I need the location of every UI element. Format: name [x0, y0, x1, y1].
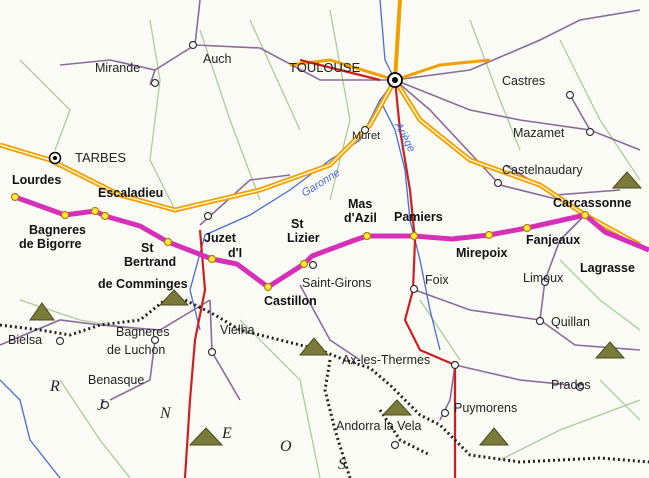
label-auch: Auch: [203, 52, 232, 66]
route-stops: [10, 192, 590, 292]
label-mirande: Mirande: [95, 61, 141, 75]
map-letter-s: S: [338, 456, 346, 473]
map-letter-n: N: [160, 405, 171, 422]
label-toulouse: TOULOUSE: [289, 60, 361, 75]
map-letter-e: E: [222, 425, 232, 442]
label-bagneres-luchon-2: de Luchon: [107, 343, 166, 357]
label-saint-girons: Saint-Girons: [302, 276, 372, 290]
label-st-lizier-1: St: [291, 217, 304, 231]
label-castres: Castres: [502, 74, 546, 88]
mountain-icon: [611, 171, 643, 189]
label-juzet-1: Juzet: [204, 231, 236, 245]
label-st-bertrand-1: St: [141, 241, 154, 255]
borders: [0, 298, 649, 478]
itinerary-route: [14, 194, 649, 290]
label-lourdes: Lourdes: [12, 173, 62, 187]
map-letter-j: J: [97, 397, 105, 414]
label-quillan: Quillan: [551, 315, 590, 329]
label-vielha: Vielha: [220, 323, 255, 337]
label-lagrasse: Lagrasse: [580, 261, 635, 275]
label-limoux: Limoux: [523, 271, 564, 285]
label-benasque: Benasque: [88, 373, 145, 387]
label-castillon: Castillon: [264, 294, 317, 308]
label-andorra-la-vela: Andorra la Vela: [336, 419, 422, 433]
mountain-icons: [29, 171, 643, 446]
label-mas-2: d'Azil: [344, 211, 377, 225]
label-castelnaudary: Castelnaudary: [502, 163, 583, 177]
label-bagneres-bigorre-1: Bagneres: [29, 223, 86, 237]
map-letter-r: R: [50, 378, 60, 395]
city-markers: [48, 72, 403, 165]
label-bagneres-bigorre-2: de Bigorre: [19, 237, 82, 251]
label-bagneres-luchon-1: Bagneres: [116, 325, 170, 339]
label-st-lizier-2: Lizier: [287, 231, 320, 245]
label-mirepoix: Mirepoix: [456, 246, 508, 260]
label-muret: Muret: [352, 130, 381, 142]
mountain-icon: [158, 289, 190, 306]
label-fanjeaux: Fanjeaux: [526, 233, 581, 247]
label-escaladieu: Escaladieu: [98, 186, 164, 200]
label-foix: Foix: [425, 273, 449, 287]
label-carcassonne: Carcassonne: [553, 196, 632, 210]
label-ax-les-thermes: Ax-les-Thermes: [342, 353, 431, 367]
mountain-icon: [188, 427, 224, 446]
label-prades: Prades: [551, 378, 591, 392]
label-puymorens: Puymorens: [454, 401, 518, 415]
label-st-bertrand-2: Bertrand: [124, 255, 177, 269]
mountain-icon: [478, 427, 510, 446]
mountain-icon: [29, 302, 55, 321]
label-pamiers: Pamiers: [394, 210, 443, 224]
label-mazamet: Mazamet: [513, 126, 565, 140]
main-roads: [183, 58, 457, 478]
label-mas-1: Mas: [348, 197, 373, 211]
label-juzet-2: d'I: [228, 246, 243, 260]
label-bielsa: Bielsa: [8, 333, 43, 347]
mountain-icon: [298, 337, 330, 356]
town-markers: [55, 40, 595, 450]
label-tarbes: TARBES: [75, 150, 127, 165]
mountain-icon: [381, 399, 413, 416]
mountain-icon: [594, 341, 626, 359]
map-letter-o: O: [280, 438, 292, 455]
rivers: [0, 0, 441, 478]
label-st-bertrand-3: de Comminges: [98, 277, 188, 291]
